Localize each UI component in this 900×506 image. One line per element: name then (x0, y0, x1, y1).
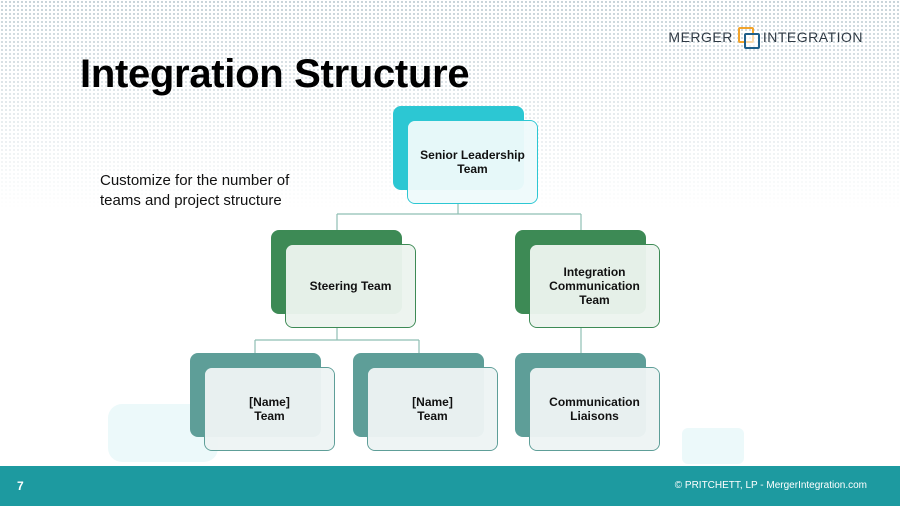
node-card: [Name] Team (204, 367, 335, 451)
merger-integration-logo: MERGER INTEGRATION (668, 26, 863, 49)
footer-bar: 7 © PRITCHETT, LP - MergerIntegration.co… (0, 466, 900, 506)
node-label: [Name] Team (412, 395, 453, 423)
copyright-text: © PRITCHETT, LP - MergerIntegration.com (674, 480, 867, 491)
node-card: Senior Leadership Team (407, 120, 538, 204)
logo-text-merger: MERGER (668, 29, 733, 45)
node-label: Steering Team (309, 279, 392, 293)
logo-text-integration: INTEGRATION (762, 29, 863, 45)
node-label: Integration Communication Team (549, 265, 640, 307)
node-label: [Name] Team (249, 395, 290, 423)
node-card: Communication Liaisons (529, 367, 660, 451)
node-label: Communication Liaisons (549, 395, 640, 423)
node-card: Integration Communication Team (529, 244, 660, 328)
page-number: 7 (17, 479, 24, 493)
node-card: [Name] Team (367, 367, 498, 451)
logo-squares-icon (737, 27, 760, 49)
node-card: Steering Team (285, 244, 416, 328)
node-label: Senior Leadership Team (420, 148, 525, 176)
watermark-shape (682, 428, 744, 464)
page-title: Integration Structure (80, 52, 470, 96)
customize-note: Customize for the number of teams and pr… (100, 172, 290, 209)
